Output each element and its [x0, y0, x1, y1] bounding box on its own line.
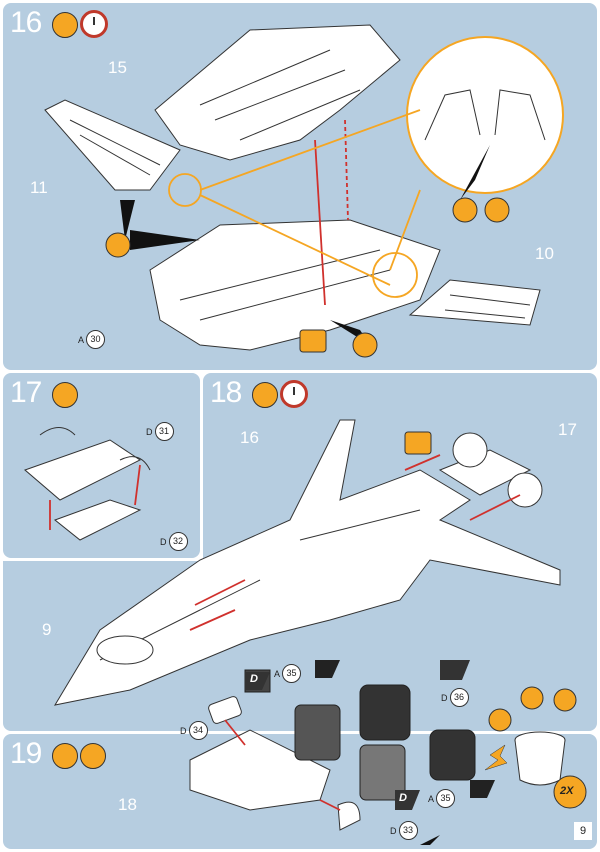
aircraft-drawing — [53, 419, 561, 706]
step-number-16: 16 — [10, 6, 42, 39]
nozzle-a35-top — [294, 704, 341, 761]
lower-fuselage-drawing — [149, 219, 441, 351]
page-number: 9 — [574, 822, 592, 840]
part-label-11: 11 — [30, 178, 48, 197]
paint-brush-icon — [52, 743, 78, 769]
clock-icon — [280, 380, 308, 408]
badge-2x: 2X — [560, 785, 574, 797]
clock-icon — [80, 10, 108, 38]
step-number-17: 17 — [10, 376, 42, 409]
step17-assembly-drawing — [24, 439, 141, 501]
paint-brush-icon — [80, 743, 106, 769]
part-label-9: 9 — [42, 620, 52, 639]
decal-d-bottom: D — [399, 792, 407, 804]
part-label-15: 15 — [108, 58, 127, 77]
part-label-17: 17 — [558, 420, 577, 439]
part-10-drawing — [408, 279, 541, 326]
part-label-18: 18 — [118, 795, 137, 814]
step-number-19: 19 — [10, 737, 42, 770]
part-label-10: 10 — [535, 244, 554, 263]
part-15-drawing — [154, 24, 401, 161]
glue-icon — [52, 12, 78, 38]
part-11-drawing — [44, 99, 181, 191]
glue-icon — [52, 382, 78, 408]
step-number-18: 18 — [210, 376, 242, 409]
glue-icon — [252, 382, 278, 408]
part-label-16: 16 — [240, 428, 259, 447]
decal-d-top: D — [250, 673, 258, 685]
zoom-detail-circle — [406, 36, 564, 194]
